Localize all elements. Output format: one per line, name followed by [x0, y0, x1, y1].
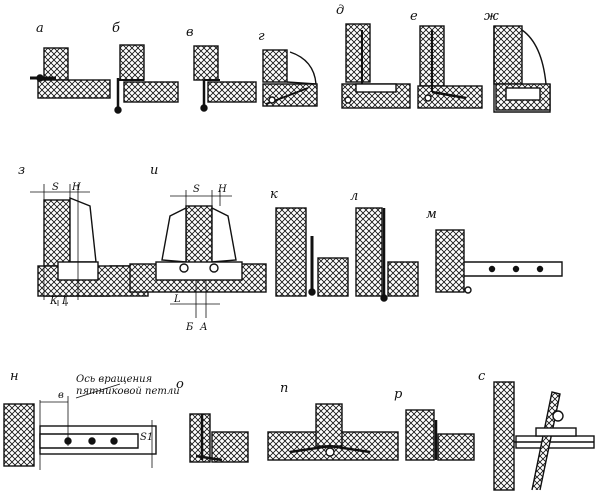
- panel-label-b: б: [112, 21, 120, 36]
- dim-s-z: S: [52, 182, 59, 193]
- panel-label-e: е: [410, 9, 418, 24]
- panel-d-drawing: [341, 23, 411, 109]
- panel-b-drawing: [114, 44, 179, 114]
- dim-a-i: А: [199, 322, 208, 333]
- dim-s-i: S: [193, 184, 200, 195]
- panel-label-s: с: [478, 369, 486, 384]
- panel-label-k: к: [270, 187, 278, 202]
- panel-a-drawing: [30, 47, 111, 99]
- dim-l-z: L: [61, 296, 69, 307]
- annotation-line-2: пятниковой петли: [76, 386, 180, 397]
- panel-label-p: п: [280, 381, 288, 396]
- panel-n-drawing: [3, 383, 157, 470]
- panel-s-drawing: [493, 381, 595, 491]
- panel-label-i: и: [150, 163, 158, 178]
- panel-e-drawing: [417, 25, 483, 109]
- dim-v-n: в: [58, 390, 64, 401]
- panel-label-o: о: [176, 377, 184, 392]
- dim-h-z: Н: [71, 182, 81, 193]
- dim-s1-n: S1: [140, 432, 153, 443]
- panel-g-drawing: [262, 49, 318, 107]
- dim-b-i: Б: [185, 322, 194, 333]
- panel-label-g: г: [258, 29, 265, 44]
- annotation-line-1: Ось вращения: [76, 374, 152, 385]
- panel-zh-drawing: [493, 25, 551, 113]
- panel-l-drawing: [355, 207, 419, 302]
- panel-label-v: в: [186, 25, 194, 40]
- panel-label-zh: ж: [484, 9, 499, 24]
- panel-v-drawing: [193, 45, 257, 112]
- panel-m-drawing: [435, 229, 563, 294]
- panel-r-drawing: [405, 409, 475, 461]
- panel-p-drawing: [267, 403, 399, 461]
- panel-label-r: р: [394, 387, 403, 402]
- panel-label-n: н: [10, 369, 19, 384]
- dim-l-i: L: [173, 294, 181, 305]
- dim-k-z: К: [49, 296, 58, 307]
- panel-label-m: м: [426, 207, 437, 222]
- panel-o-drawing: [189, 413, 249, 463]
- panel-label-d: д: [336, 3, 344, 18]
- panel-label-z: з: [18, 163, 25, 178]
- panel-label-a: а: [36, 21, 44, 36]
- panel-k-drawing: [275, 207, 349, 297]
- panel-label-l: л: [350, 189, 358, 204]
- panel-i-drawing: [129, 190, 267, 318]
- dim-h-i: Н: [217, 184, 227, 195]
